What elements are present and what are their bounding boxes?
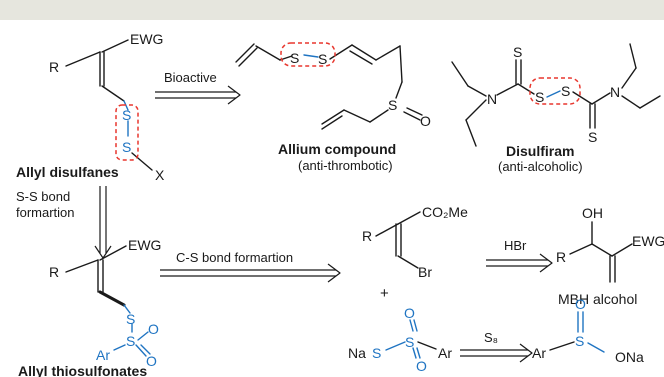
aryl-group: Ar: [96, 347, 110, 363]
nitrogen-atom: N: [487, 91, 497, 107]
s8-arrow: S₈: [460, 330, 533, 363]
sodium-oxide-group: ONa: [615, 349, 644, 365]
sulfur-atom: S: [535, 89, 544, 105]
allium-compound-structure: S S S O Allium compound (anti-thrombotic…: [235, 42, 431, 173]
ewg-group: EWG: [130, 31, 163, 47]
x-group: X: [155, 167, 165, 183]
sulfur-atom: S: [290, 50, 299, 66]
r-group: R: [362, 228, 372, 244]
ss-bond-highlight: [280, 42, 336, 67]
ss-bond-label-line2: formartion: [16, 205, 75, 220]
sulfur-atom: S: [122, 107, 131, 123]
s8-label: S₈: [484, 330, 498, 345]
mbh-alcohol-structure: OH R EWG MBH alcohol: [556, 205, 664, 307]
hydroxyl-group: OH: [582, 205, 603, 221]
hbr-arrow: HBr: [486, 238, 553, 273]
plus-sign: +: [380, 285, 389, 302]
sulfonyl-sulfur-atom: S: [405, 334, 414, 350]
oxygen-atom: O: [416, 358, 427, 374]
oxygen-atom: O: [404, 305, 415, 321]
oxygen-atom: O: [575, 296, 586, 312]
ewg-group: EWG: [632, 233, 664, 249]
allium-compound-label: Allium compound: [278, 141, 396, 157]
oxygen-atom: O: [420, 113, 431, 129]
bromine-atom: Br: [418, 264, 432, 280]
bioactive-label: Bioactive: [164, 70, 217, 85]
ss-bond-highlight: [115, 104, 139, 161]
sulfonyl-sulfur-atom: S: [126, 333, 135, 349]
allyl-bromide-structure: R CO₂Me Br +: [362, 204, 468, 302]
sulfur-atom: S: [588, 129, 597, 145]
allyl-thiosulfonate-structure: R EWG S S O O Ar Allyl thiosulfonates: [18, 237, 161, 377]
sulfur-atom: S: [513, 44, 522, 60]
r-group: R: [556, 249, 566, 265]
disulfiram-subtitle: (anti-alcoholic): [498, 159, 583, 174]
sulfur-atom: S: [318, 51, 327, 67]
r-group: R: [49, 59, 59, 75]
sodium-sulfinate-structure: Ar S O O ONa: [532, 296, 644, 365]
aryl-group: Ar: [532, 345, 546, 361]
disulfiram-structure: N N S S S S Disulfiram (anti-alcoholic): [451, 43, 661, 174]
ewg-group: EWG: [128, 237, 161, 253]
header-band: [0, 0, 664, 20]
nitrogen-atom: N: [610, 84, 620, 100]
bioactive-arrow: Bioactive: [155, 70, 241, 105]
ss-bond-highlight: [529, 77, 581, 105]
sulfur-atom: S: [388, 97, 397, 113]
disulfiram-label: Disulfiram: [506, 143, 574, 159]
sulfur-atom: S: [561, 83, 570, 99]
ss-bond-arrow: S-S bond formartion: [16, 186, 112, 259]
r-group: R: [49, 264, 59, 280]
allyl-disulfane-structure: R EWG S S X Allyl disulfanes: [16, 31, 165, 183]
allyl-thiosulfonates-label: Allyl thiosulfonates: [18, 363, 147, 377]
mbh-alcohol-label: MBH alcohol: [558, 291, 637, 307]
oxygen-atom: O: [148, 321, 159, 337]
sulfur-atom: S: [575, 333, 584, 349]
aryl-group: Ar: [438, 345, 452, 361]
cs-bond-label: C-S bond formartion: [176, 250, 293, 265]
sodium-atom: Na: [348, 345, 366, 361]
allium-compound-subtitle: (anti-thrombotic): [298, 158, 393, 173]
allyl-disulfanes-label: Allyl disulfanes: [16, 164, 119, 180]
sulfur-atom: S: [126, 311, 135, 327]
hbr-label: HBr: [504, 238, 527, 253]
sulfur-atom: S: [372, 345, 381, 361]
oxygen-atom: O: [146, 353, 157, 369]
sodium-thiosulfonate-structure: Na S S O O Ar: [348, 305, 452, 374]
sulfur-atom: S: [122, 139, 131, 155]
cs-bond-arrow: C-S bond formartion: [160, 250, 341, 283]
methyl-ester-group: CO₂Me: [422, 204, 468, 220]
ss-bond-label-line1: S-S bond: [16, 189, 70, 204]
